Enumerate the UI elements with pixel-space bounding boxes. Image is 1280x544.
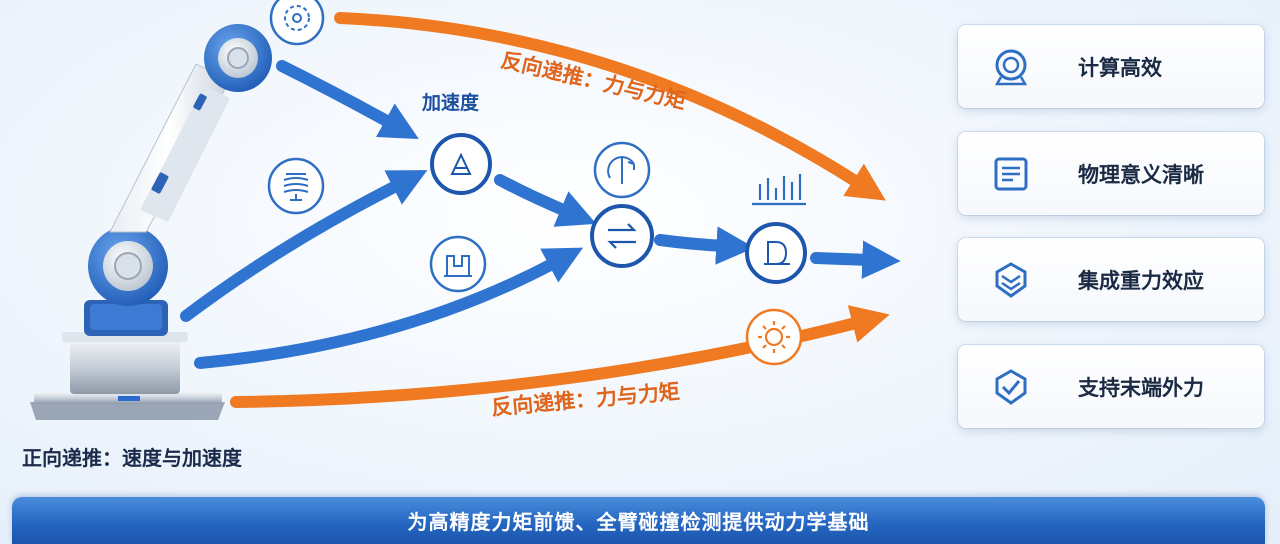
document-icon [988, 151, 1034, 197]
forward-arrow-low [194, 247, 584, 369]
acceleration-label: 加速度 [422, 92, 480, 114]
target-ring-icon [988, 44, 1034, 90]
benefit-card-gravity: 集成重力效应 [958, 238, 1264, 321]
spring-node-icon [267, 157, 325, 215]
chart-node-icon [429, 235, 487, 293]
benefit-card-efficient: 计算高效 [958, 25, 1264, 108]
gear-node-icon [745, 308, 803, 366]
benefit-label: 物理意义清晰 [1078, 162, 1204, 187]
summary-banner: 为高精度力矩前馈、全臂碰撞检测提供动力学基础 [12, 497, 1265, 544]
dynamics-node-icon [745, 222, 807, 284]
forward-arrow-b-c [654, 226, 755, 265]
bars-node-icon [752, 174, 806, 206]
backward-arrow-top [334, 12, 886, 201]
layered-shield-icon [988, 257, 1034, 303]
shield-check-icon [988, 364, 1034, 410]
forward-arrow-c-end [810, 240, 901, 279]
benefit-card-physical-meaning: 物理意义清晰 [958, 132, 1264, 215]
benefit-label: 计算高效 [1078, 55, 1162, 80]
rotation-node-icon [593, 141, 651, 199]
forward-label: 正向递推：速度与加速度 [22, 446, 242, 470]
benefit-label: 支持末端外力 [1078, 375, 1204, 400]
forward-arrow-a-b [494, 174, 597, 227]
robot-arm-illustration [30, 24, 272, 420]
target-node-icon [269, 0, 325, 46]
acceleration-node-icon [430, 133, 492, 195]
forward-arrows [180, 60, 901, 369]
transfer-node-icon [590, 204, 654, 268]
benefit-label: 集成重力效应 [1078, 268, 1204, 293]
forward-arrow-mid [180, 170, 428, 322]
summary-banner-text: 为高精度力矩前馈、全臂碰撞检测提供动力学基础 [407, 510, 870, 534]
benefit-card-external-force: 支持末端外力 [958, 345, 1264, 428]
forward-arrow-top [276, 60, 419, 139]
